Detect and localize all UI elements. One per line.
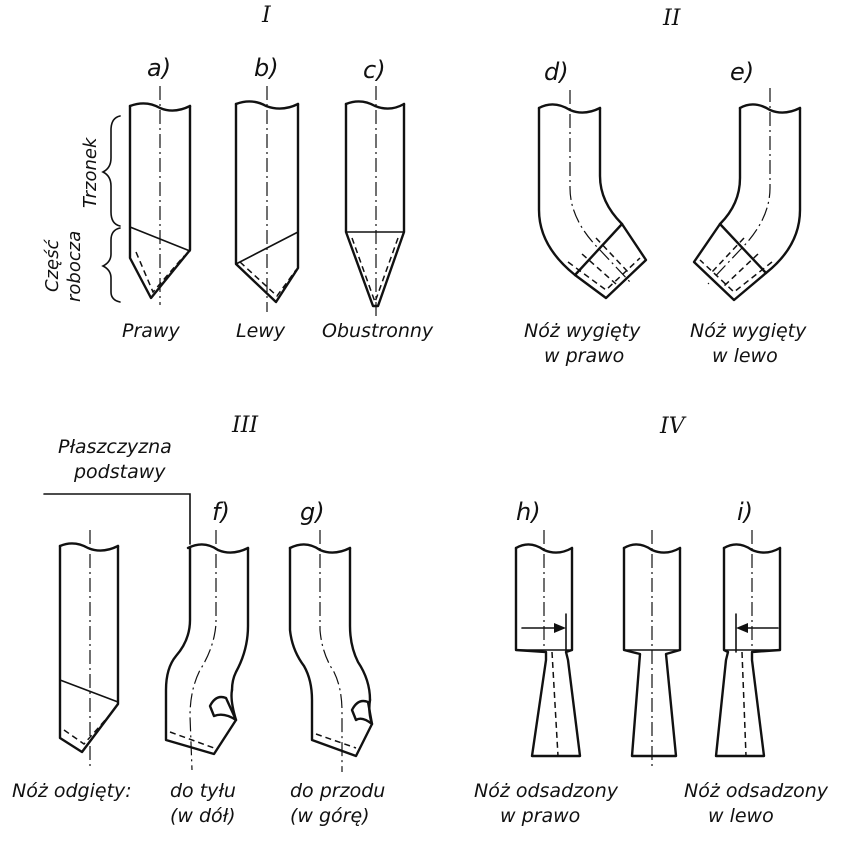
tool-c-double-sided [344, 86, 406, 316]
side-label-trzonek: Trzonek [80, 136, 101, 208]
caption-backward-line2: (w dół) [170, 805, 236, 827]
side-label-robocza: robocza [64, 231, 85, 302]
section-heading-ii: II [662, 6, 682, 31]
tool-a-right-hand [128, 86, 192, 305]
caption-bent-right-line2: w prawo [544, 345, 624, 367]
section-heading-iii: III [231, 413, 259, 438]
caption-backward-line1: do tyłu [170, 780, 236, 802]
tool-offset-reference [622, 530, 682, 770]
letter-e: e) [730, 58, 754, 86]
letter-d: d) [544, 58, 569, 86]
tool-h-offset-right [514, 530, 582, 758]
caption-bent-left-line2: w lewo [712, 345, 778, 367]
caption-bent-right-line1: Nóż wygięty [524, 320, 641, 342]
caption-offset-left-line1: Nóż odsadzony [684, 780, 829, 802]
letter-i: i) [737, 498, 753, 526]
section-heading-iv: IV [659, 414, 687, 439]
tool-f-bent-back [43, 493, 250, 771]
tool-i-offset-left [714, 530, 782, 758]
tool-b-left-hand [234, 86, 300, 312]
caption-lewy: Lewy [236, 320, 286, 342]
caption-forward-line2: (w górę) [290, 805, 370, 827]
caption-prawy: Prawy [122, 320, 180, 342]
letter-b: b) [254, 54, 279, 82]
caption-offset-right-line2: w prawo [500, 805, 580, 827]
caption-bent-tool: Nóż odgięty: [12, 780, 132, 802]
brace-shank [101, 115, 121, 227]
letter-c: c) [363, 56, 386, 84]
tool-e-bent-left [692, 88, 802, 302]
base-plane-leader [43, 493, 191, 545]
caption-offset-right-line1: Nóż odsadzony [474, 780, 619, 802]
tool-bent-reference [58, 530, 120, 770]
caption-offset-left-line2: w lewo [708, 805, 774, 827]
tool-g-bent-forward [288, 530, 374, 772]
letter-g: g) [300, 498, 325, 526]
side-label-group: Trzonek Część robocza [42, 115, 121, 303]
caption-obustronny: Obustronny [322, 320, 434, 342]
tool-d-bent-right [537, 90, 648, 300]
caption-forward-line1: do przodu [290, 780, 385, 802]
letter-a: a) [147, 54, 171, 82]
letter-f: f) [212, 498, 230, 526]
caption-base-plane-line1: Płaszczyzna [58, 436, 172, 458]
brace-working-part [101, 227, 121, 303]
caption-bent-left-line1: Nóż wygięty [690, 320, 807, 342]
section-heading-i: I [261, 3, 272, 28]
letter-h: h) [516, 498, 541, 526]
caption-base-plane-line2: podstawy [73, 461, 166, 483]
side-label-czesc: Część [42, 239, 63, 292]
